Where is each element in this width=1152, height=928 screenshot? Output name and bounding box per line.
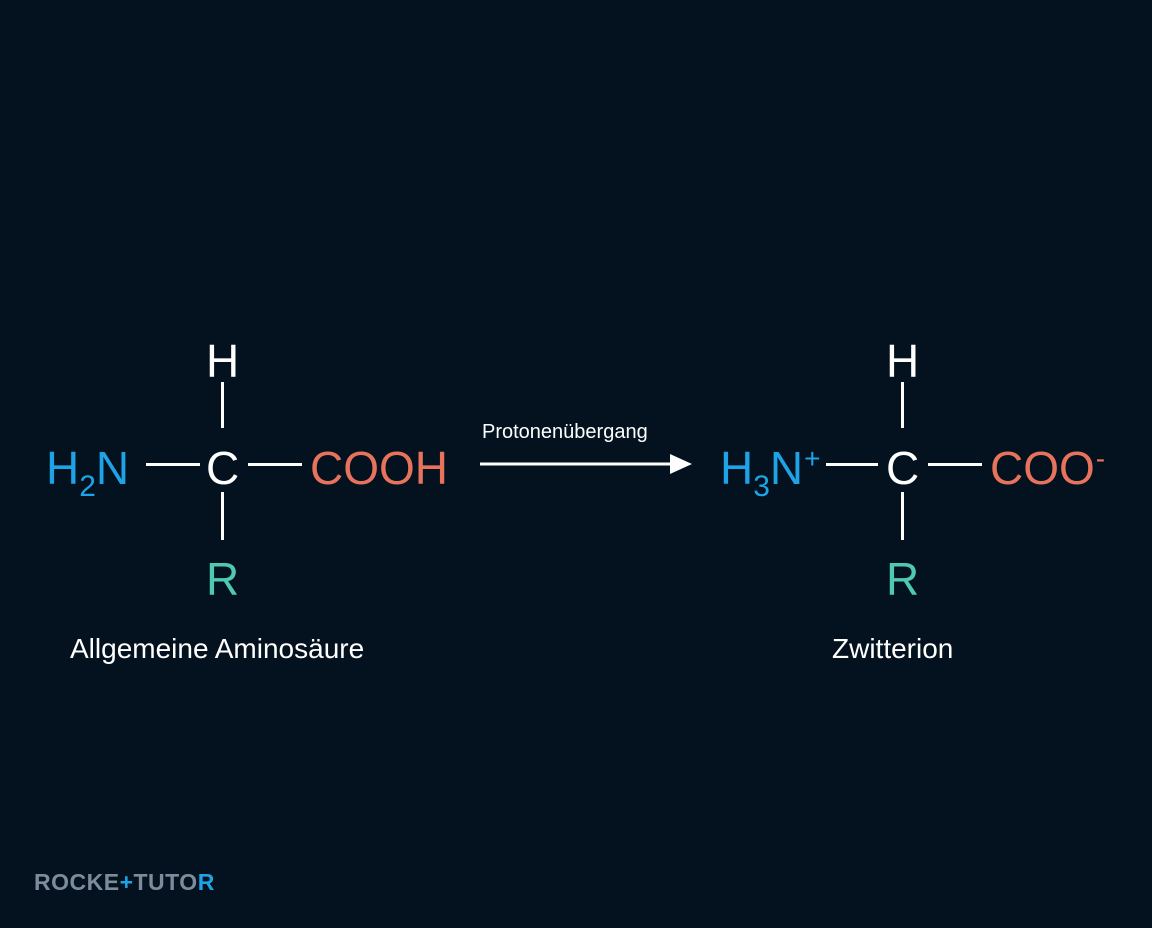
right-ammonium-group: H3N+ bbox=[720, 442, 821, 502]
right-carboxylate-group: COO- bbox=[990, 442, 1106, 494]
right-bond-top bbox=[901, 382, 904, 428]
logo-part-2: + bbox=[119, 869, 134, 895]
left-bond-amino bbox=[146, 463, 200, 466]
right-bond-bottom bbox=[901, 492, 904, 540]
left-top-hydrogen: H bbox=[206, 335, 240, 387]
right-top-hydrogen: H bbox=[886, 335, 920, 387]
left-bond-carboxyl bbox=[248, 463, 302, 466]
rocketutor-logo: ROCKE+TUTOR bbox=[34, 871, 215, 894]
left-carboxyl-group: COOH bbox=[310, 442, 448, 494]
logo-part-4: R bbox=[197, 869, 215, 895]
left-caption: Allgemeine Aminosäure bbox=[70, 633, 365, 664]
logo-part-3: TUTO bbox=[133, 869, 198, 895]
arrow-label: Protonenübergang bbox=[482, 421, 648, 443]
reaction-arrow-icon bbox=[480, 454, 692, 474]
right-ammonium-subscript: 3 bbox=[753, 470, 770, 503]
left-amino-group: H2N bbox=[46, 442, 130, 502]
left-amino-subscript: 2 bbox=[79, 470, 96, 503]
right-carboxylate-main: COO bbox=[990, 442, 1095, 494]
left-side-chain: R bbox=[206, 553, 240, 605]
right-ammonium-charge: + bbox=[804, 443, 821, 474]
right-bond-ammonium bbox=[826, 463, 878, 466]
left-amino-h: H bbox=[46, 442, 80, 494]
logo-part-1: ROCKE bbox=[34, 869, 120, 895]
right-ammonium-n: N bbox=[769, 442, 804, 494]
right-caption: Zwitterion bbox=[832, 633, 954, 664]
left-alpha-carbon: C bbox=[206, 442, 240, 494]
right-alpha-carbon: C bbox=[886, 442, 920, 494]
right-bond-carboxylate bbox=[928, 463, 982, 466]
left-amino-n: N bbox=[95, 442, 130, 494]
right-carboxylate-charge: - bbox=[1095, 443, 1106, 474]
right-side-chain: R bbox=[886, 553, 920, 605]
left-bond-top bbox=[221, 382, 224, 428]
right-ammonium-h: H bbox=[720, 442, 754, 494]
left-bond-bottom bbox=[221, 492, 224, 540]
